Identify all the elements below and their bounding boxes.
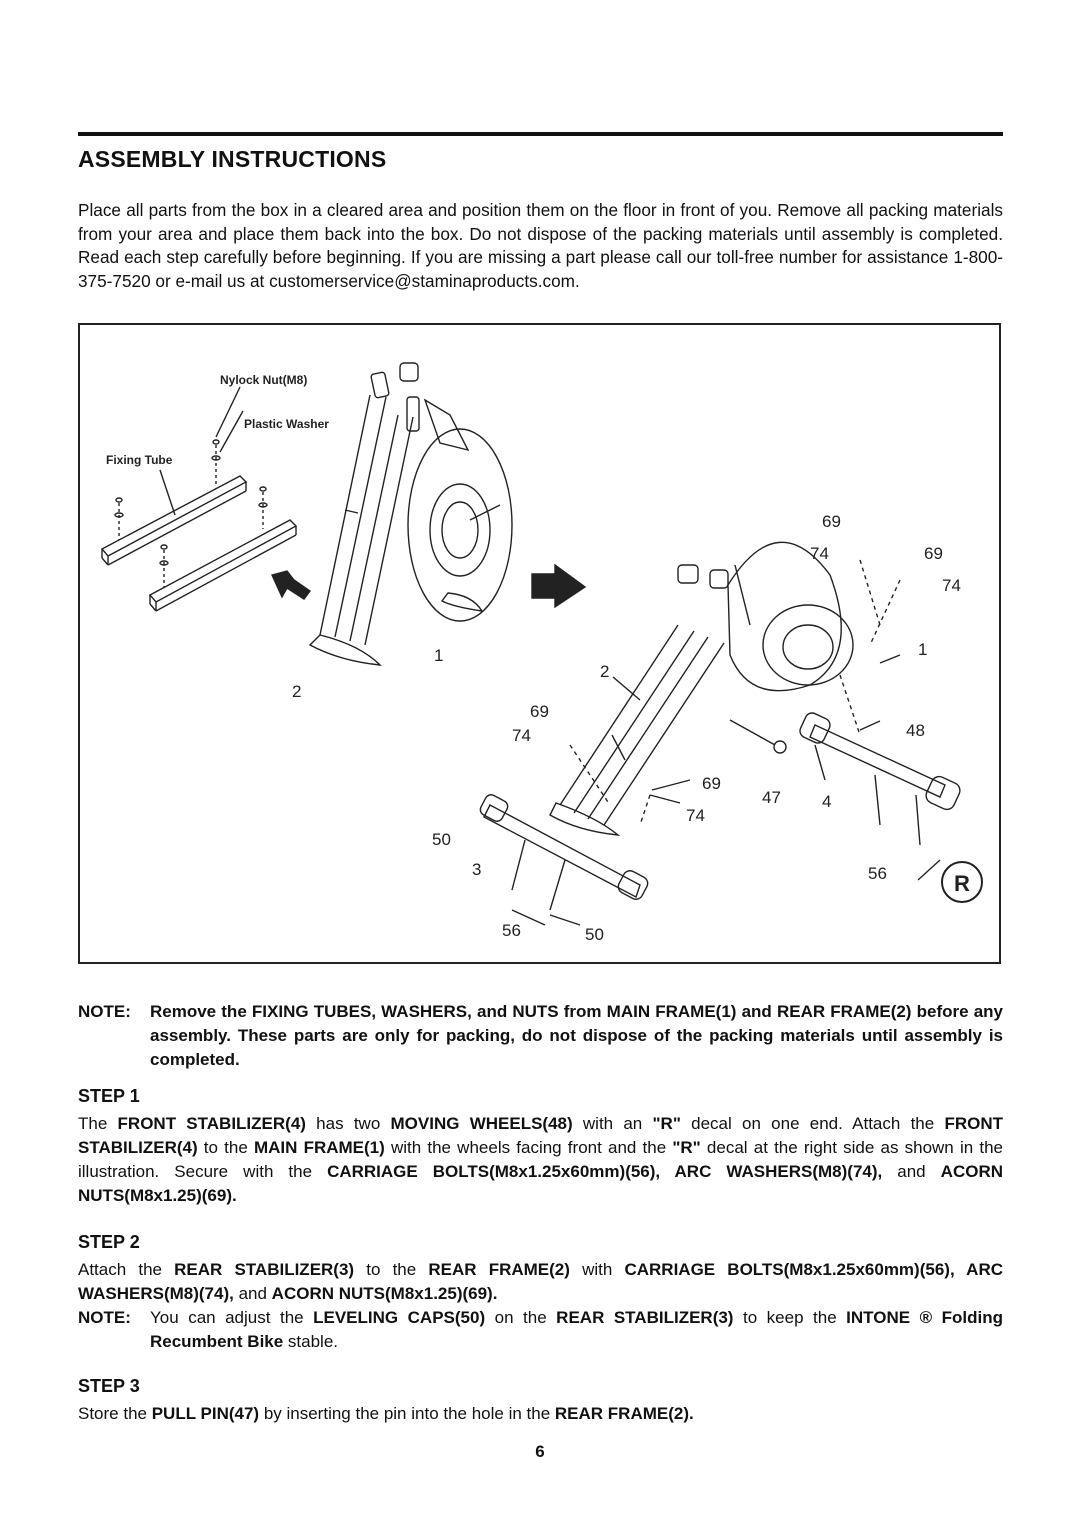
assembly-figure: Nylock Nut(M8) Plastic Washer Fixing Tub… xyxy=(78,323,1001,964)
label-74-lower: 74 xyxy=(686,806,705,825)
label-69-lower: 69 xyxy=(702,774,721,793)
label-47: 47 xyxy=(762,788,781,807)
callout-fixing-tube: Fixing Tube xyxy=(106,453,173,467)
label-50-left: 50 xyxy=(432,830,451,849)
callout-nylock-nut: Nylock Nut(M8) xyxy=(220,373,307,387)
main-frame-left xyxy=(308,362,513,666)
note-label: NOTE: xyxy=(78,1002,131,1021)
intro-paragraph: Place all parts from the box in a cleare… xyxy=(78,200,1003,291)
header-rule xyxy=(78,132,1003,136)
step-2-heading: STEP 2 xyxy=(78,1232,140,1252)
step-2-text: Attach the REAR STABILIZER(3) to the REA… xyxy=(78,1260,1004,1303)
packing-note: NOTE: Remove the FIXING TUBES, WASHERS, … xyxy=(78,1000,1003,1072)
callout-plastic-washer: Plastic Washer xyxy=(244,417,329,431)
label-4: 4 xyxy=(822,792,831,811)
step-2-note-label: NOTE: xyxy=(78,1308,131,1327)
label-1-right: 1 xyxy=(918,640,927,659)
fixing-tubes xyxy=(100,386,298,612)
exploded-assembly xyxy=(479,541,961,926)
label-1-left: 1 xyxy=(434,646,443,665)
label-2-right: 2 xyxy=(600,662,609,681)
label-48: 48 xyxy=(906,721,925,740)
label-56-bottom: 56 xyxy=(502,921,521,940)
label-56-right: 56 xyxy=(868,864,887,883)
step-1-heading: STEP 1 xyxy=(78,1086,140,1106)
label-69-top-right: 69 xyxy=(924,544,943,563)
label-50-bottom: 50 xyxy=(585,925,604,944)
step-2-note: NOTE: You can adjust the LEVELING CAPS(5… xyxy=(78,1306,1003,1354)
page-number: 6 xyxy=(535,1442,545,1461)
label-74-top-right: 74 xyxy=(942,576,961,595)
note-text: Remove the FIXING TUBES, WASHERS, and NU… xyxy=(150,1002,1003,1069)
label-2-left: 2 xyxy=(292,682,301,701)
step-1-text: The FRONT STABILIZER(4) has two MOVING W… xyxy=(78,1114,1004,1205)
label-74-mid: 74 xyxy=(512,726,531,745)
assembly-illustration: Nylock Nut(M8) Plastic Washer Fixing Tub… xyxy=(100,362,983,944)
label-69-mid: 69 xyxy=(530,702,549,721)
step-2-note-text: You can adjust the LEVELING CAPS(50) on … xyxy=(150,1308,1003,1351)
step-3-heading: STEP 3 xyxy=(78,1376,140,1396)
r-decal: R xyxy=(954,871,970,896)
step-3-text: Store the PULL PIN(47) by inserting the … xyxy=(78,1404,694,1423)
page-title: ASSEMBLY INSTRUCTIONS xyxy=(78,146,387,172)
label-74-top: 74 xyxy=(810,544,829,563)
label-3: 3 xyxy=(472,860,481,879)
label-69-top: 69 xyxy=(822,512,841,531)
